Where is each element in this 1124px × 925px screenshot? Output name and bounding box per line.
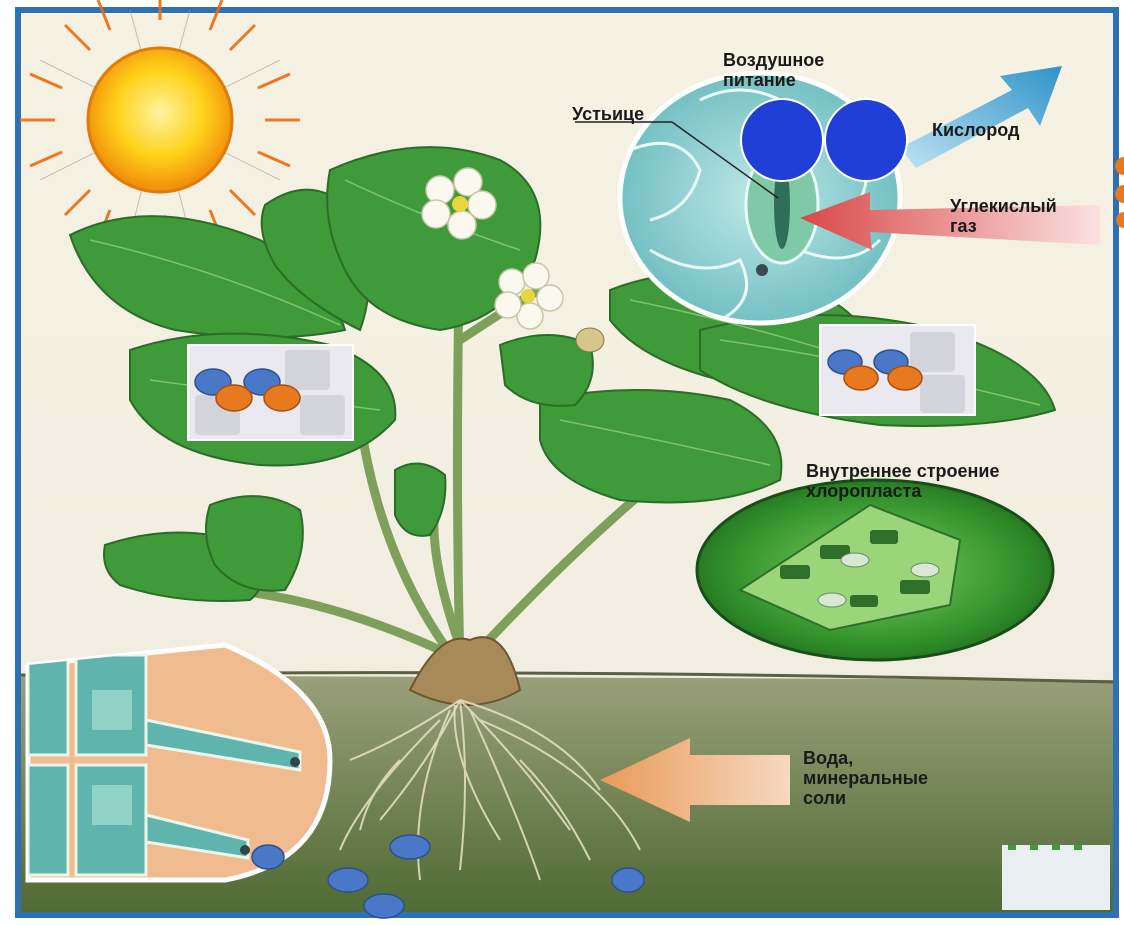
chloroplast-line-1: Внутреннее строение — [806, 461, 999, 481]
root-hair-magnified-icon — [28, 645, 330, 880]
water-line-1: Вода, — [803, 748, 928, 768]
molecule-icon — [820, 325, 975, 415]
carbon-dioxide-line-2: газ — [950, 216, 1057, 236]
air-nutrition-line-1: Воздушное — [723, 50, 824, 70]
berry — [576, 328, 604, 352]
chloroplast-icon — [697, 480, 1053, 660]
water-label: Вода, минеральные соли — [803, 748, 928, 808]
oxygen-label: Кислород — [932, 120, 1019, 140]
carbon-dioxide-label: Углекислый газ — [950, 196, 1057, 236]
air-nutrition-line-2: питание — [723, 70, 824, 90]
chloroplast-label: Внутреннее строение хлоропласта — [806, 461, 999, 501]
stomata-label: Устьице — [572, 104, 644, 124]
molecule-icon — [188, 345, 353, 440]
water-line-2: минеральные — [803, 768, 928, 788]
water-line-3: соли — [803, 788, 928, 808]
air-nutrition-label: Воздушное питание — [723, 50, 824, 90]
carbon-dioxide-line-1: Углекислый — [950, 196, 1057, 216]
chloroplast-line-2: хлоропласта — [806, 481, 999, 501]
corner-patch — [1002, 845, 1110, 910]
